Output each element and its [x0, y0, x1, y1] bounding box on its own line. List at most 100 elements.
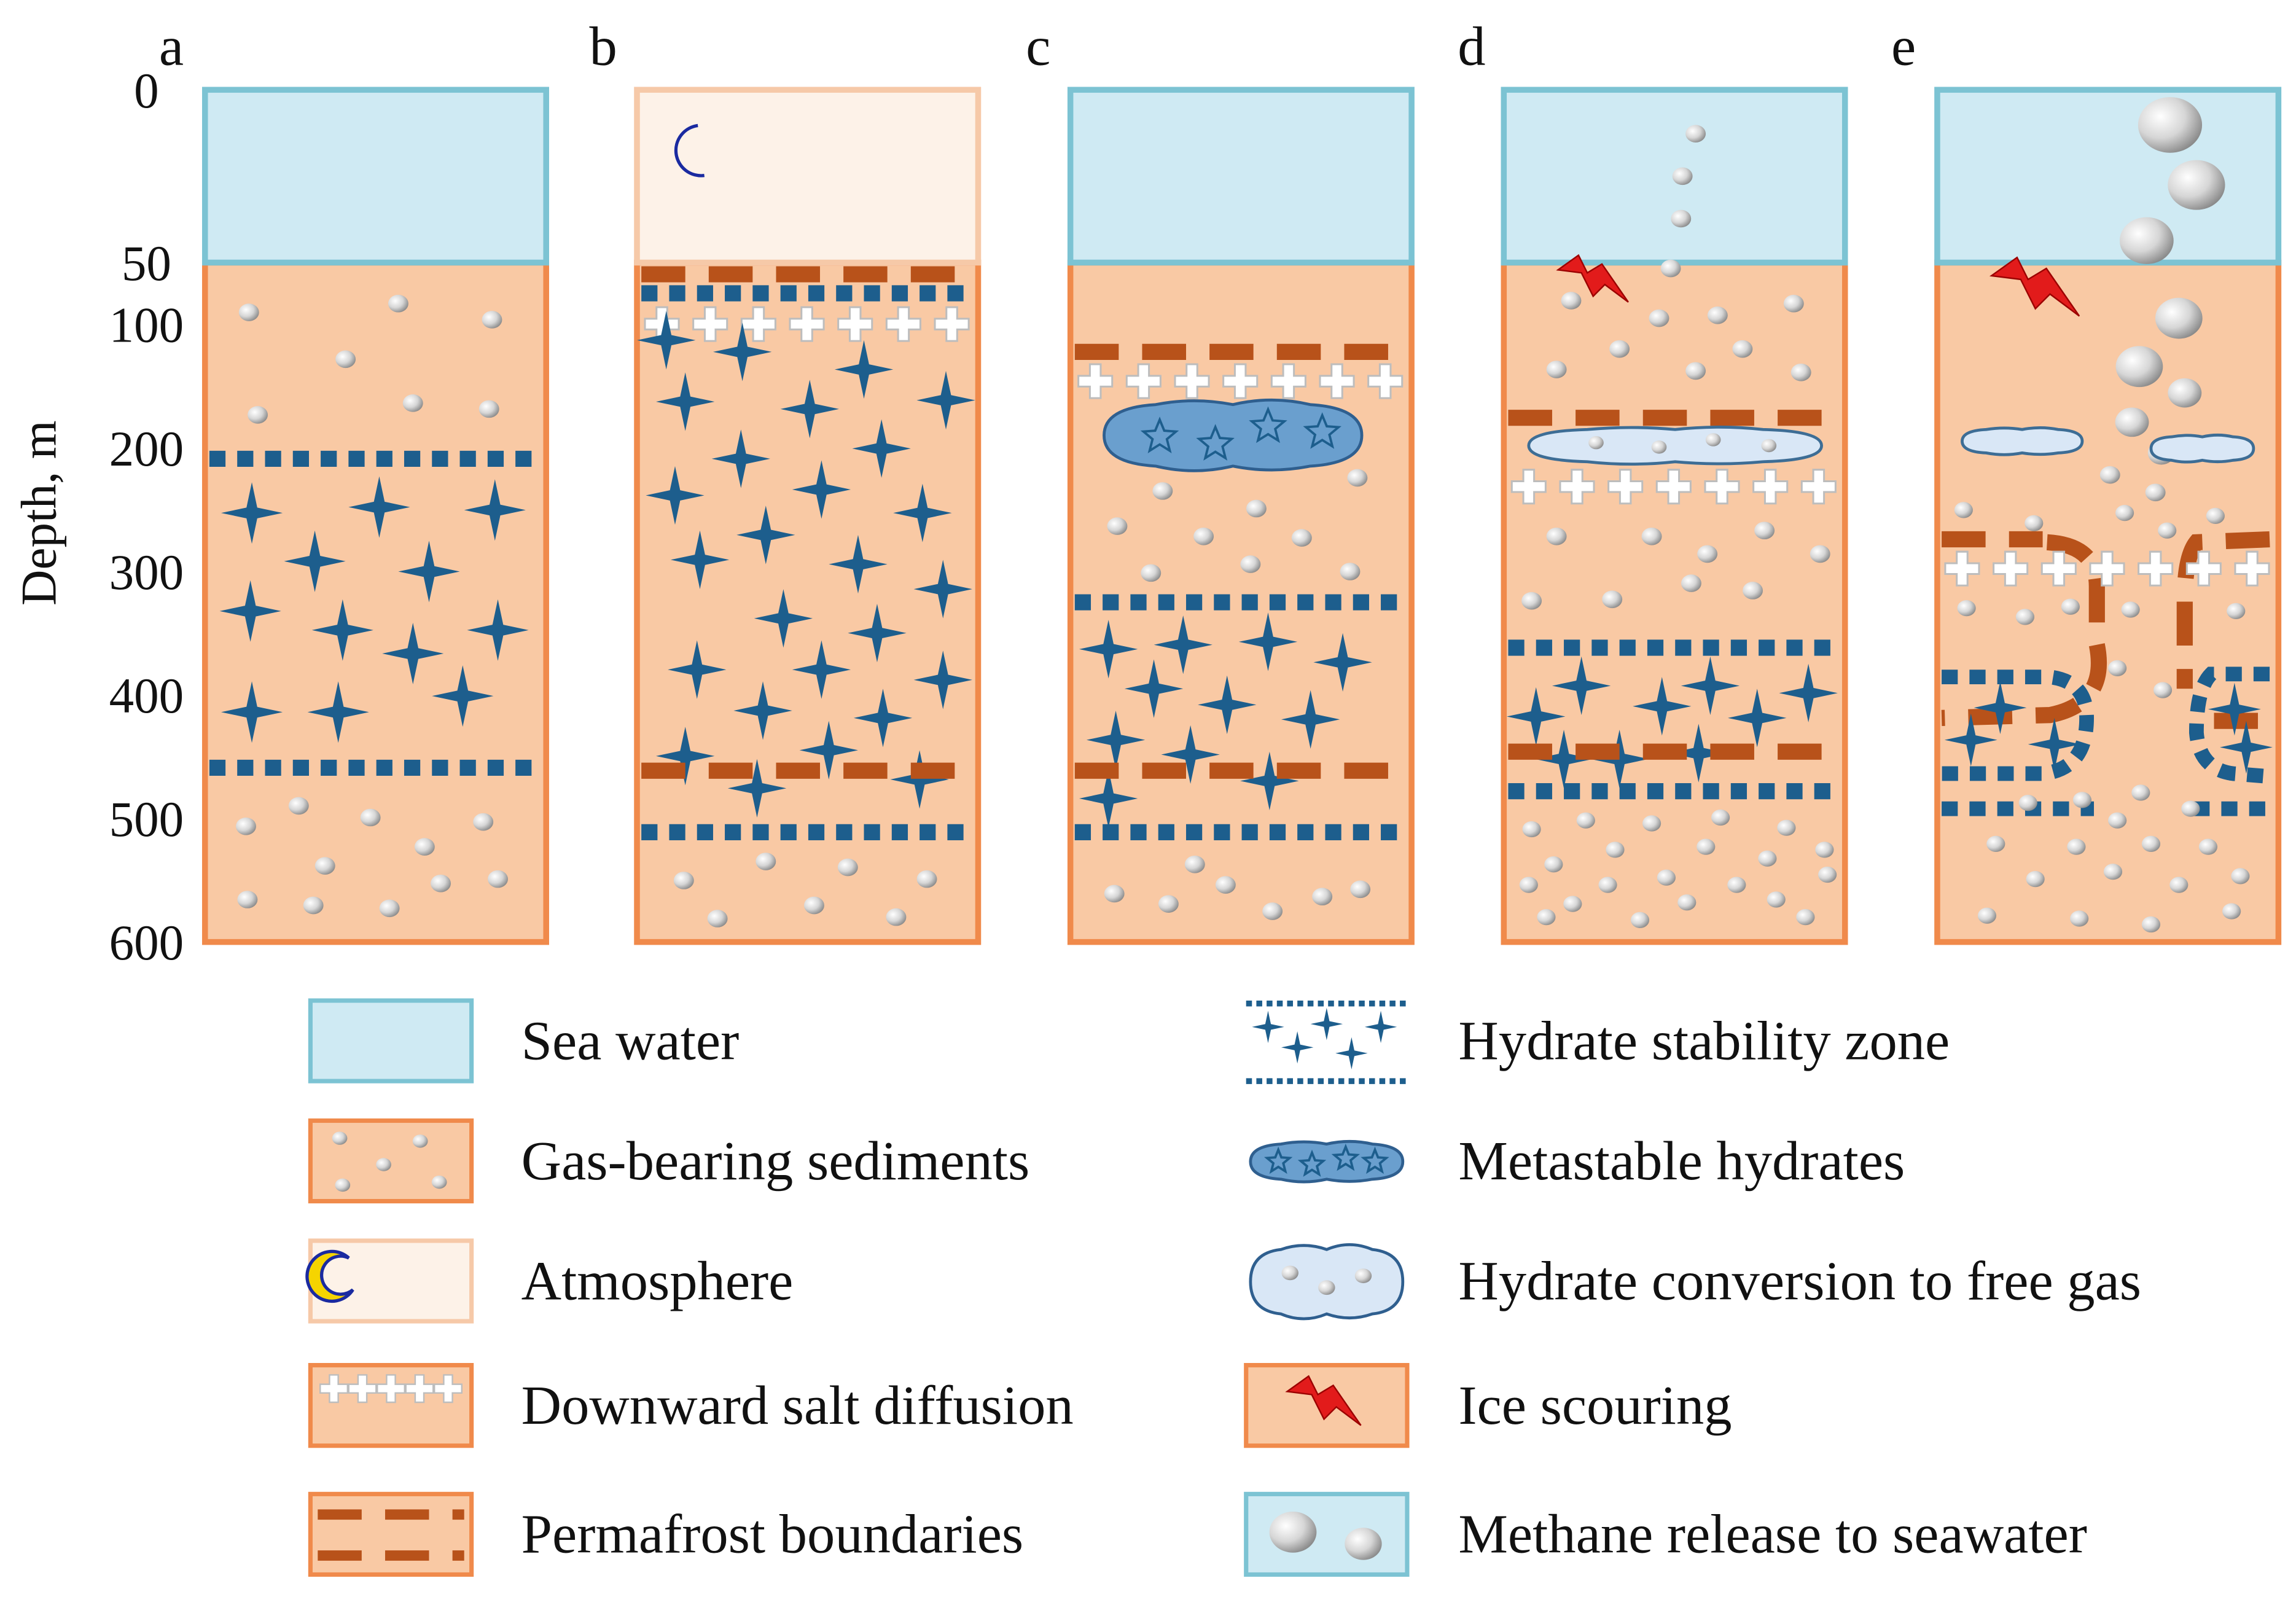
legend-label: Atmosphere — [521, 1249, 794, 1311]
gas-pebble — [335, 1178, 351, 1192]
gas-pebble — [1354, 1268, 1372, 1284]
legend-label: Metastable hydrates — [1458, 1130, 1905, 1192]
gas-pebble — [1777, 819, 1796, 836]
gas-pebble — [1727, 877, 1746, 893]
gas-pebble — [1697, 545, 1718, 563]
gas-pebble — [1291, 529, 1312, 547]
gas-pebble — [1318, 1280, 1335, 1295]
y-axis-label: Depth, m — [12, 420, 67, 606]
gas-pebble — [412, 1134, 428, 1148]
gas-pebble — [1986, 835, 2005, 853]
gas-pebble — [1957, 599, 1976, 617]
legend-label: Gas-bearing sediments — [521, 1130, 1030, 1192]
depth-tick-label: 50 — [122, 236, 171, 291]
gas-pebble — [2018, 795, 2037, 811]
depth-tick-label: 500 — [109, 792, 184, 847]
permafrost-boundary — [2046, 534, 2105, 645]
gas-pebble — [1649, 309, 1669, 327]
gas-pebble — [1707, 307, 1728, 324]
gas-pebble — [1350, 880, 1371, 899]
gas-pebble — [1783, 294, 1804, 313]
legend-label: Ice scouring — [1458, 1374, 1732, 1436]
gas-pebble — [1685, 362, 1706, 380]
panel-c — [1067, 87, 1415, 945]
gas-pebble — [478, 400, 499, 418]
moon-icon — [305, 1249, 354, 1303]
hydrate-star — [1252, 1010, 1284, 1044]
gas-pebble — [2103, 864, 2123, 880]
metastable-star — [1249, 406, 1287, 443]
gas-pebble — [2061, 598, 2080, 615]
gas-pebble — [1193, 527, 1214, 545]
gas-pebble — [1660, 259, 1681, 278]
gas-pebble — [1815, 841, 1834, 858]
panel-letter-d: d — [1458, 15, 1485, 77]
gas-pebble — [1767, 891, 1786, 908]
sea-water-layer — [1934, 87, 2282, 266]
gas-pebble — [314, 857, 335, 875]
gas-pebble — [1269, 1511, 1317, 1553]
gas-pebble — [376, 1158, 391, 1171]
hydrate-star — [1364, 1010, 1397, 1044]
gas-pebble — [804, 896, 824, 915]
gas-pebble — [2169, 877, 2189, 893]
gas-pebble — [2145, 483, 2166, 502]
gas-pebble — [2227, 603, 2246, 619]
panel-letter-e: e — [1891, 15, 1916, 77]
hydrate-star — [1310, 1007, 1343, 1041]
gas-pebble — [236, 817, 256, 835]
gas-pebble — [1642, 815, 1661, 832]
gas-pebble — [1671, 209, 1692, 228]
depth-tick-label: 600 — [109, 915, 184, 970]
gas-pebble — [1312, 888, 1333, 906]
gas-pebble — [2015, 609, 2035, 625]
gas-pebble — [1651, 440, 1667, 454]
gas-pebble — [335, 350, 356, 369]
gas-pebble — [1810, 545, 1830, 563]
gas-pebble — [1240, 555, 1261, 573]
panel-e — [1934, 87, 2282, 945]
gas-pebble — [2231, 868, 2250, 884]
gas-pebble — [1602, 590, 1623, 609]
gas-pebble — [1347, 469, 1368, 487]
gas-pebble — [238, 303, 259, 321]
metastable-star — [1263, 1146, 1293, 1174]
gas-pebble — [2121, 601, 2140, 618]
legend-label: Sea water — [521, 1009, 740, 1071]
gas-pebble — [431, 874, 451, 892]
gas-pebble — [1697, 838, 1716, 855]
gas-pebble — [1519, 877, 1538, 893]
hydrate-zone-boundary — [2189, 666, 2271, 784]
legend-item-gas-sediment: Gas-bearing sediments — [308, 1118, 1030, 1204]
gas-pebble — [1246, 499, 1267, 518]
gas-pebble — [2115, 505, 2134, 521]
legend-label: Downward salt diffusion — [521, 1374, 1074, 1436]
metastable-hydrate-lens — [1103, 398, 1364, 472]
gas-pebble — [2108, 812, 2127, 829]
panel-b — [634, 87, 982, 945]
gas-pebble — [1657, 869, 1676, 886]
gas-pebble — [2099, 466, 2120, 484]
hydrate-star — [1281, 1031, 1314, 1064]
gas-pebble — [2138, 97, 2203, 153]
moon-icon — [674, 123, 705, 178]
gas-pebble — [1977, 907, 1997, 924]
gas-pebble — [1546, 527, 1567, 545]
legend-item-hydrate-zone: Hydrate stability zone — [1246, 1000, 1950, 1084]
gas-pebble — [2222, 903, 2241, 920]
depth-tick-label: 0 — [134, 63, 159, 119]
gas-pebble — [1598, 877, 1617, 893]
metastable-star — [1196, 424, 1235, 461]
legend-item-sea-water: Sea water — [308, 998, 740, 1084]
gas-pebble — [1677, 894, 1697, 911]
gas-pebble — [1537, 908, 1556, 926]
gas-pebble — [1685, 125, 1706, 143]
atmosphere-layer — [634, 87, 982, 266]
gas-pebble — [303, 896, 324, 915]
gas-pebble — [1158, 895, 1179, 913]
gas-pebble — [402, 394, 423, 412]
legend-item-atmosphere: Atmosphere — [305, 1238, 794, 1324]
legend-item-ice-scouring: Ice scouring — [1244, 1363, 1732, 1448]
metastable-star — [1361, 1146, 1389, 1174]
sea-water-layer — [1067, 87, 1415, 266]
